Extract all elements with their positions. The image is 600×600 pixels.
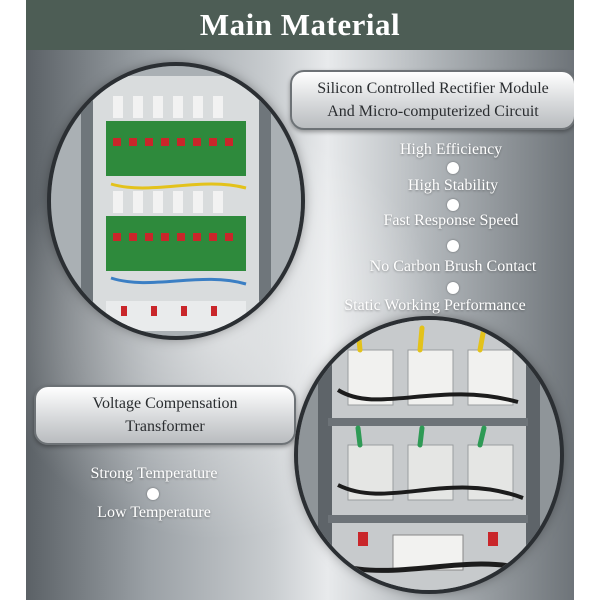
rectifier-module-label: Silicon Controlled Rectifier Module And … bbox=[290, 70, 574, 130]
bullet-dot bbox=[447, 199, 459, 211]
transformer-label-line-2: Transformer bbox=[125, 418, 205, 435]
rectifier-module-photo bbox=[51, 66, 301, 336]
feature-fast-response-speed: Fast Response Speed bbox=[383, 212, 519, 229]
rectifier-label-line-2: And Micro-computerized Circuit bbox=[327, 103, 539, 120]
bullet-dot bbox=[447, 240, 459, 252]
feature-high-stability: High Stability bbox=[407, 177, 499, 194]
product-panel: Main Material bbox=[26, 0, 574, 600]
bullet-dot bbox=[147, 488, 159, 500]
feature-high-efficiency: High Efficiency bbox=[399, 141, 503, 158]
page-title: Main Material bbox=[199, 7, 401, 42]
bullet-dot bbox=[447, 282, 459, 294]
transformer-label: Voltage Compensation Transformer bbox=[34, 385, 296, 445]
transformer-photo bbox=[298, 320, 560, 590]
feature-static-working-performance: Static Working Performance bbox=[344, 297, 526, 314]
feature-strong-temperature: Strong Temperature bbox=[90, 465, 218, 482]
transformer-label-line-1: Voltage Compensation bbox=[92, 395, 238, 412]
header-banner: Main Material bbox=[26, 0, 574, 50]
bullet-dot bbox=[447, 162, 459, 174]
rectifier-label-line-1: Silicon Controlled Rectifier Module bbox=[317, 80, 549, 97]
feature-low-temperature: Low Temperature bbox=[97, 504, 211, 521]
feature-no-carbon-brush-contact: No Carbon Brush Contact bbox=[369, 258, 537, 275]
